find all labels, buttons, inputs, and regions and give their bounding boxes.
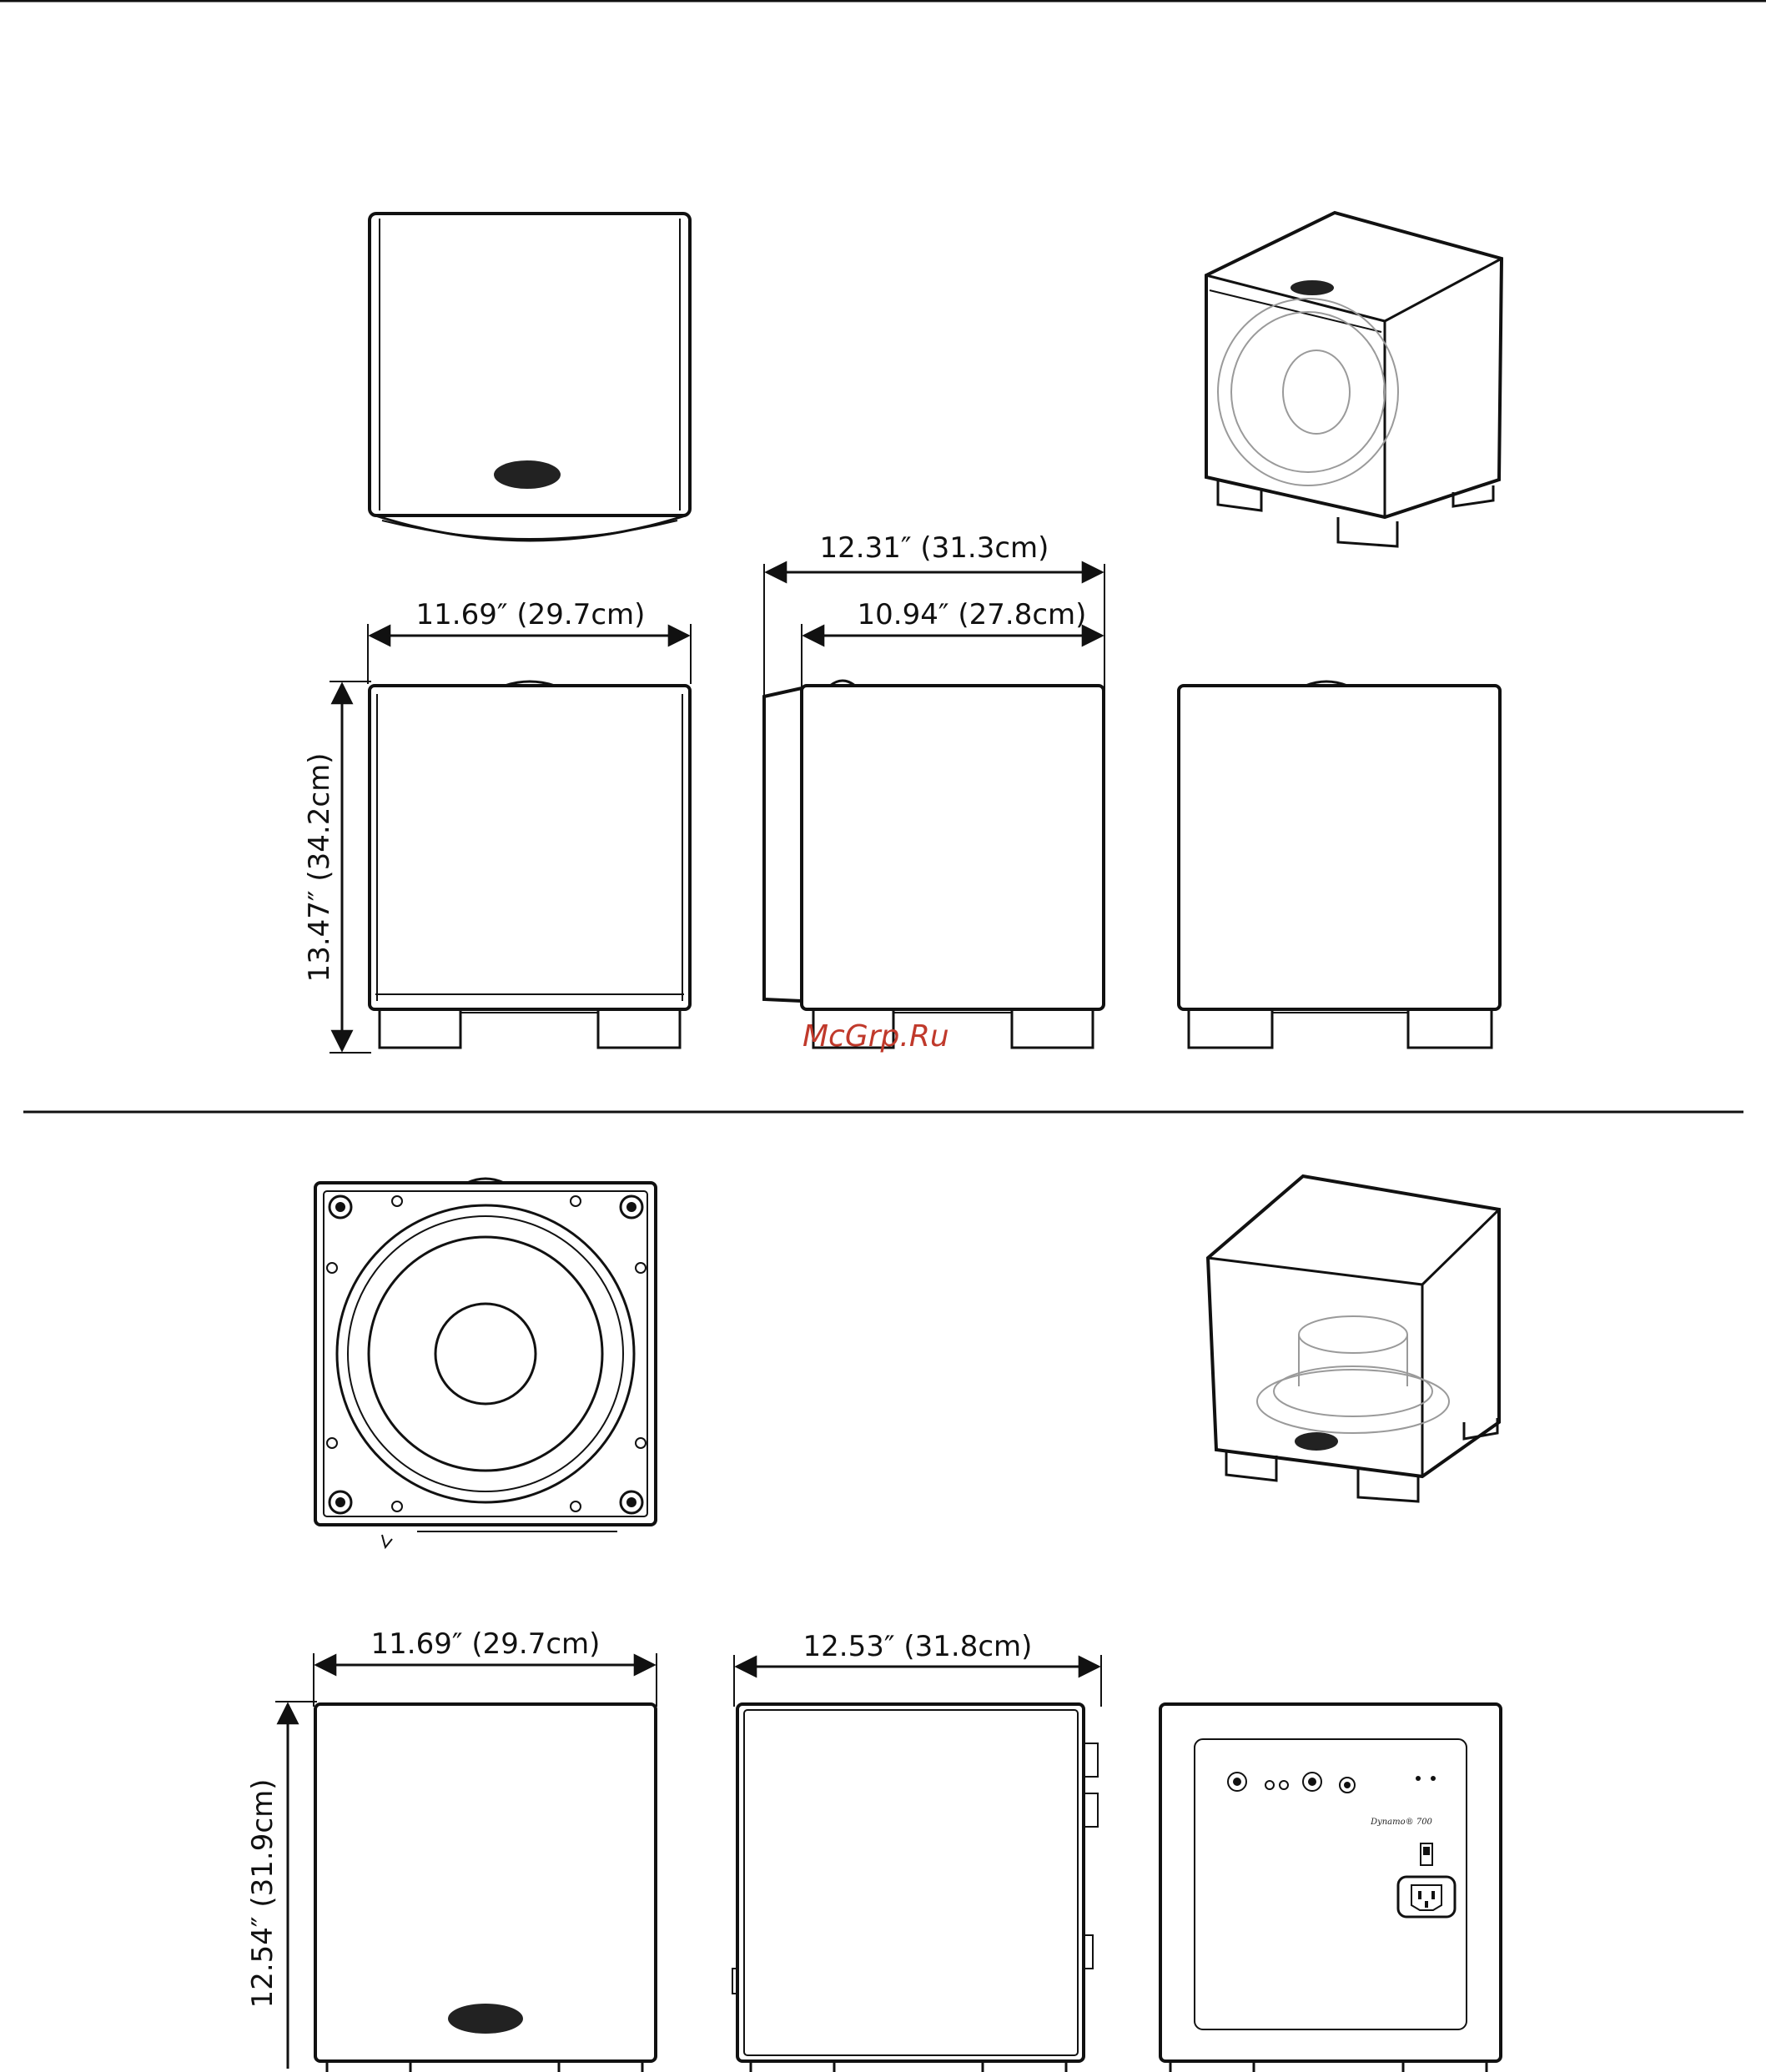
top-view-upper <box>370 214 690 541</box>
perspective-view-upper <box>1206 213 1502 546</box>
dimension-label-height-lower: 12.54″ (31.9cm) <box>246 1779 279 2009</box>
dimension-label-depth-cabinet: 10.94″ (27.8cm) <box>858 598 1087 631</box>
dimension-width-upper: 11.69″ (29.7cm) <box>368 598 691 684</box>
dimension-height-lower: 12.54″ (31.9cm) <box>246 1702 317 2069</box>
dimension-label-depth-overall: 12.31″ (31.3cm) <box>820 531 1049 565</box>
dimension-width-lower: 11.69″ (29.7cm) <box>314 1627 657 1707</box>
logo-badge-icon <box>448 2004 523 2034</box>
rear-model-label: Dynamo® 700 <box>1370 1818 1432 1827</box>
dimension-label-height-upper: 13.47″ (34.2cm) <box>303 753 336 983</box>
front-view-lower <box>315 1704 656 2072</box>
dimension-depth-cabinet: 10.94″ (27.8cm) <box>802 598 1102 692</box>
perspective-view-lower <box>1208 1176 1499 1501</box>
front-view-upper <box>370 681 690 1048</box>
watermark-text: McGrp.Ru <box>802 1019 949 1054</box>
rear-view-upper <box>1179 681 1500 1048</box>
dimension-label-width-upper: 11.69″ (29.7cm) <box>416 598 646 631</box>
dimension-depth-lower: 12.53″ (31.8cm) <box>734 1630 1101 1707</box>
logo-badge-icon <box>494 460 561 489</box>
dimension-label-depth-lower: 12.53″ (31.8cm) <box>803 1630 1033 1663</box>
side-view-upper <box>764 681 1104 1048</box>
side-view-lower <box>732 1704 1098 2072</box>
driver-view <box>315 1179 656 1547</box>
dimension-height-upper: 13.47″ (34.2cm) <box>303 681 371 1053</box>
rear-view-lower: Dynamo® 700 <box>1160 1704 1501 2072</box>
dimension-label-width-lower: 11.69″ (29.7cm) <box>371 1627 601 1661</box>
wireless-led-icon <box>1416 1776 1421 1781</box>
